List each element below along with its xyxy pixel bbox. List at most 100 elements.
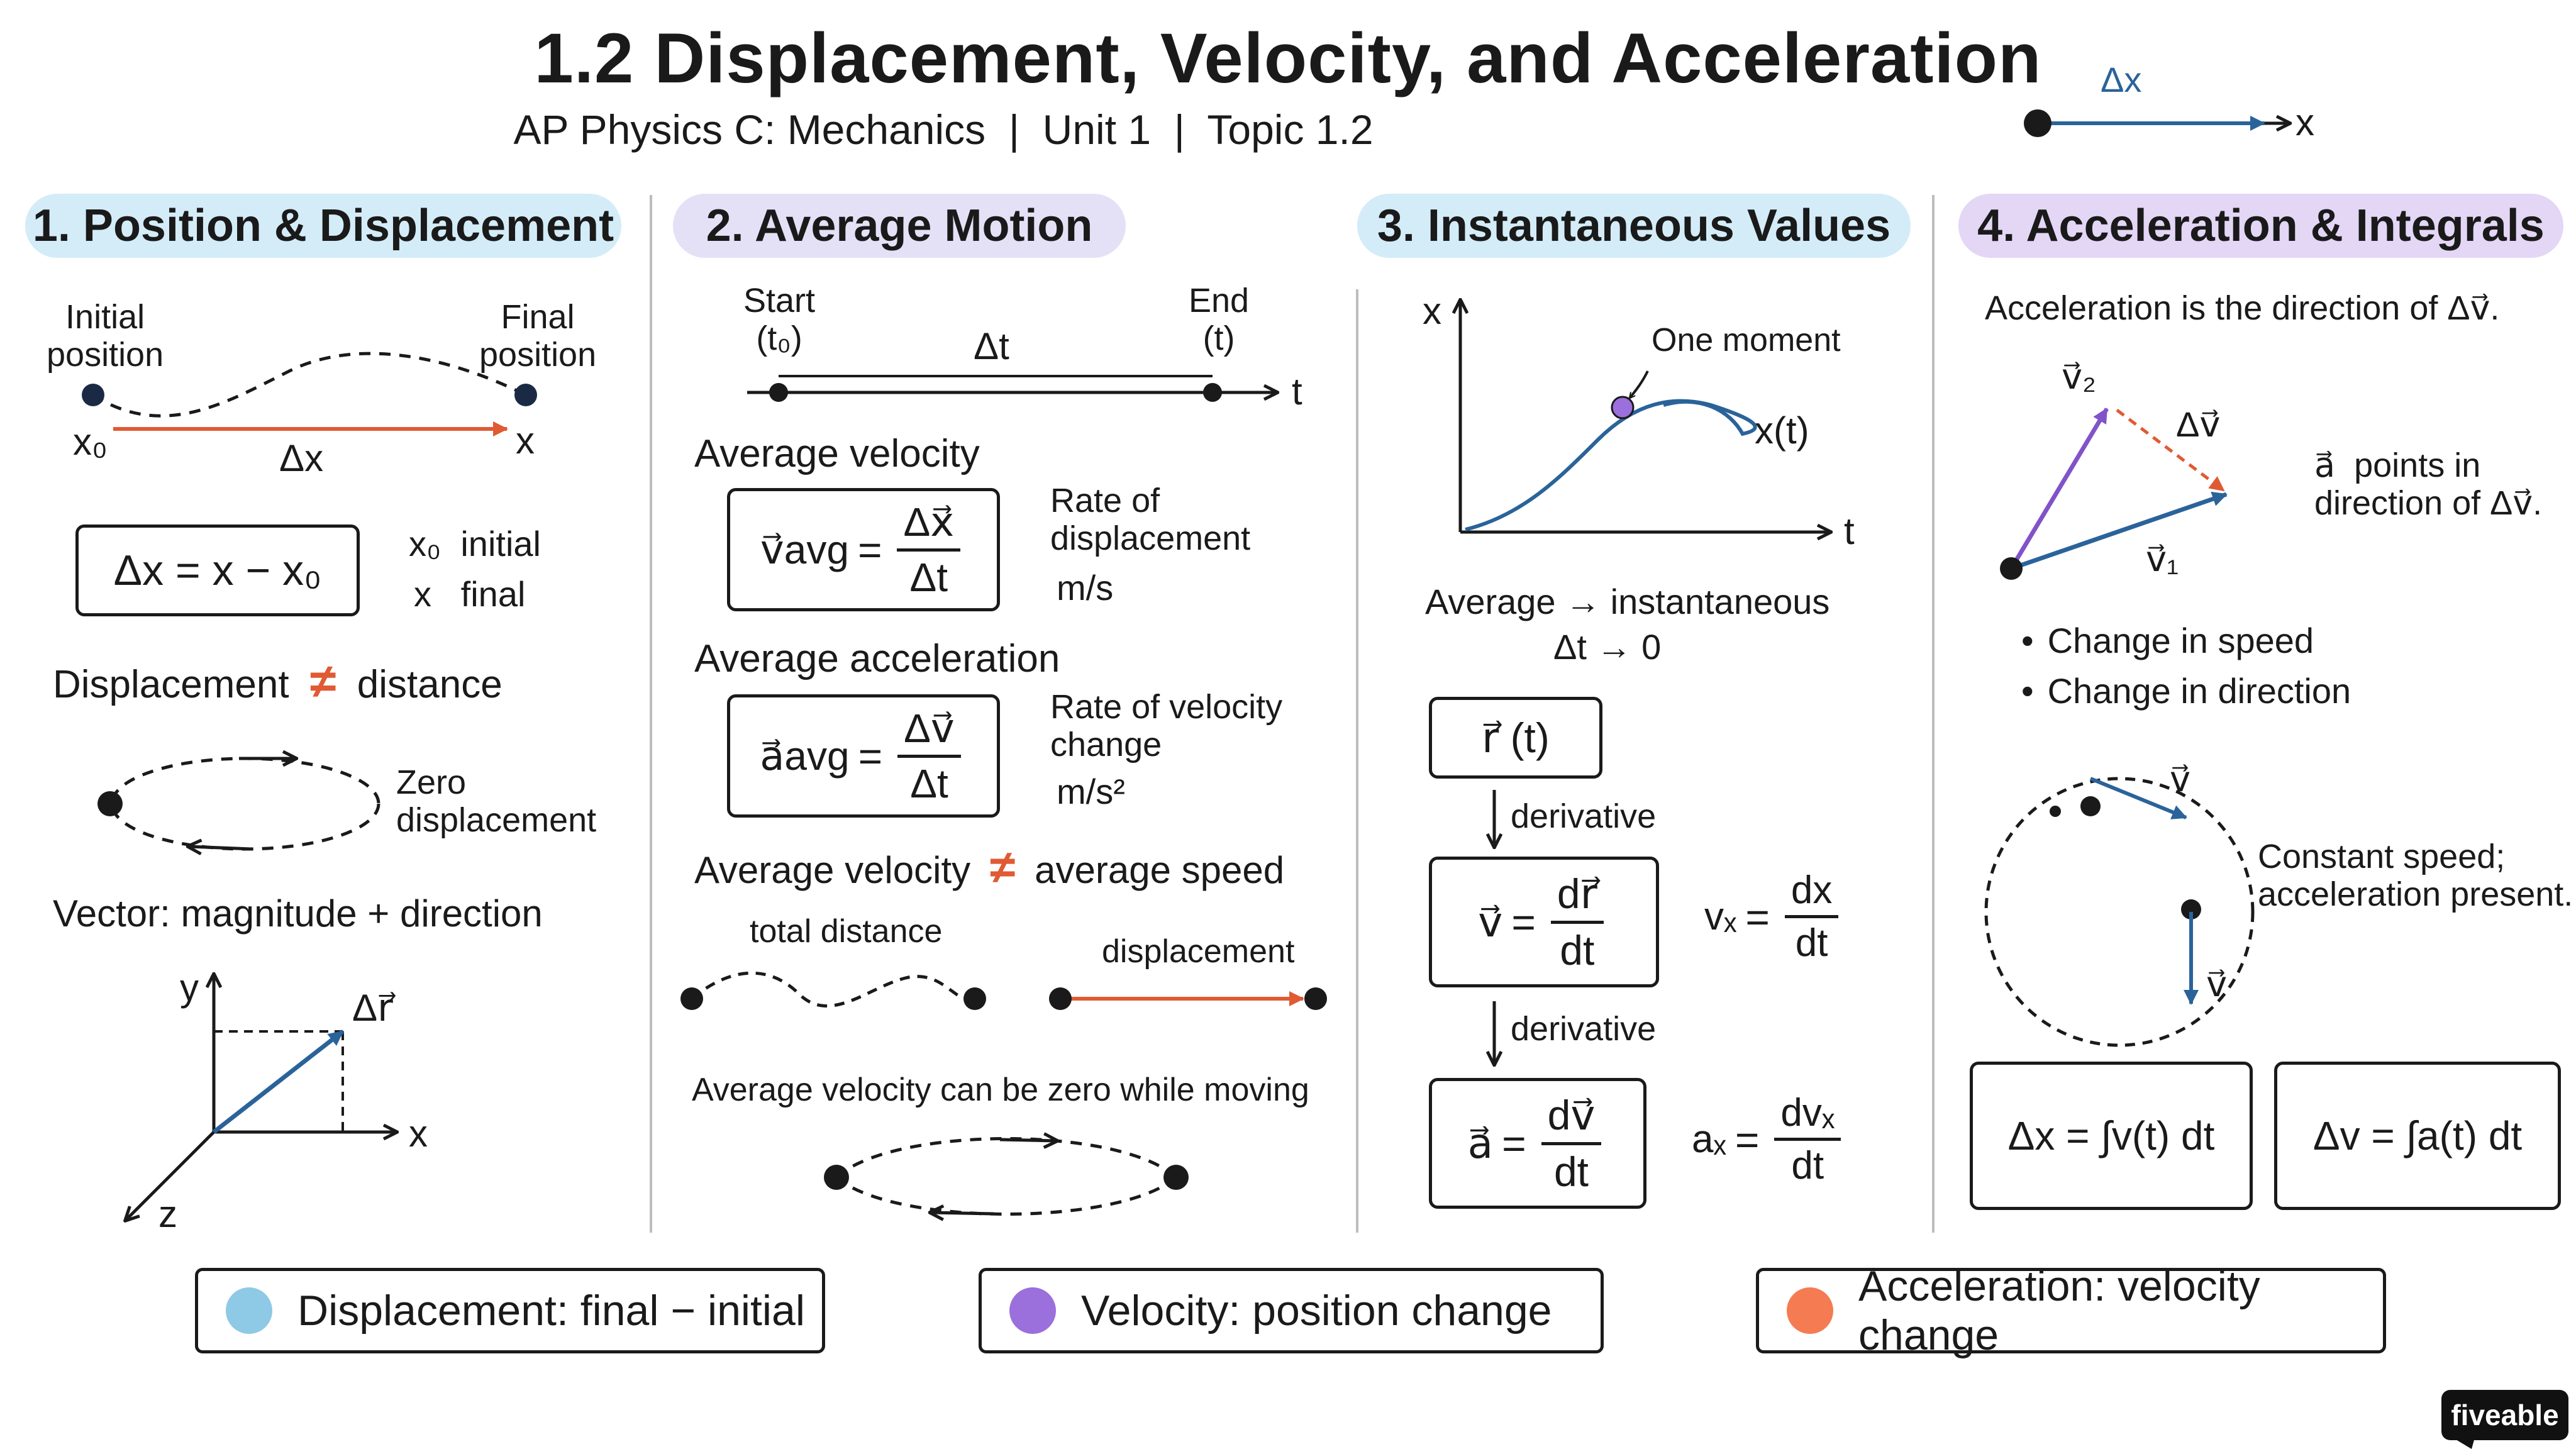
section-label: 1. Position & Displacement bbox=[32, 201, 614, 251]
initial-position-label: Initial position bbox=[47, 298, 164, 374]
section-header-position: 1. Position & Displacement bbox=[25, 194, 621, 258]
ax-denominator: dt bbox=[1791, 1144, 1824, 1187]
acceleration-unit-label: m/s² bbox=[1057, 772, 1125, 811]
velocity-denominator: dt bbox=[1560, 927, 1595, 974]
rate-of-displacement-label: Rate of displacement bbox=[1050, 482, 1251, 558]
x-axis-label: x bbox=[409, 1113, 428, 1155]
velocity-vs-speed: Average velocity ≠ average speed bbox=[694, 840, 1284, 894]
v2-label: v⃗₂ bbox=[2062, 357, 2096, 396]
average-to-instantaneous: Average → instantaneous bbox=[1425, 582, 1830, 621]
3d-axes-diagram bbox=[126, 975, 396, 1220]
delta-v-label: Δv⃗ bbox=[2176, 404, 2221, 444]
average-velocity-formula-box: v⃗avg = Δx⃗Δt bbox=[727, 488, 1000, 611]
velocity-symbol: v⃗ bbox=[1478, 898, 1503, 945]
delta-r-label: Δr⃗ bbox=[352, 987, 393, 1029]
column-divider bbox=[1356, 289, 1358, 1233]
brand-badge-tail bbox=[2453, 1438, 2475, 1449]
average-velocity-heading: Average velocity bbox=[694, 432, 980, 475]
total-distance-label: total distance bbox=[750, 913, 943, 950]
corner-displacement-arrow bbox=[2024, 109, 2289, 137]
v-avg-symbol: v⃗avg bbox=[760, 526, 849, 572]
page-title: 1.2 Displacement, Velocity, and Accelera… bbox=[534, 19, 2042, 97]
end-label: End (t) bbox=[1189, 282, 1250, 358]
column-divider bbox=[1932, 195, 1935, 1233]
column-divider bbox=[650, 195, 652, 1233]
corner-axis-label: x bbox=[2296, 101, 2314, 143]
legend-dot-orange bbox=[1787, 1287, 1833, 1334]
bullet-change-direction: Change in direction bbox=[2021, 671, 2351, 711]
a-points-label: a⃗ points in direction of Δv⃗. bbox=[2314, 447, 2543, 523]
rate-of-velocity-label: Rate of velocity change bbox=[1050, 688, 1283, 764]
displacement-word: Displacement bbox=[53, 663, 289, 706]
bullet-change-speed: Change in speed bbox=[2021, 621, 2314, 661]
x0-label: x₀ bbox=[73, 421, 108, 463]
page-subtitle: AP Physics C: Mechanics | Unit 1 | Topic… bbox=[513, 106, 1374, 153]
displacement-vs-distance: Displacement ≠ distance bbox=[53, 654, 502, 709]
circular-motion-diagram bbox=[1984, 777, 2255, 1047]
velocity-unit-label: m/s bbox=[1057, 568, 1114, 608]
position-vector: r⃗ (t) bbox=[1482, 714, 1550, 761]
time-interval-line bbox=[747, 375, 1277, 402]
graph-t-axis-label: t bbox=[1844, 510, 1855, 552]
z-axis-label: z bbox=[158, 1193, 177, 1235]
x-of-t-label: x(t) bbox=[1755, 409, 1809, 452]
vx-numerator: dx bbox=[1784, 868, 1839, 918]
acceleration-numerator: dv⃗ bbox=[1541, 1091, 1602, 1145]
displacement-formula: Δx = x − x₀ bbox=[113, 547, 322, 594]
section-header-instantaneous: 3. Instantaneous Values bbox=[1357, 194, 1911, 258]
displacement-arrow bbox=[1049, 987, 1327, 1010]
velocity-integral: Δv = ∫a(t) dt bbox=[2312, 1113, 2523, 1158]
delta-t-to-zero: Δt → 0 bbox=[1553, 627, 1662, 667]
legend-dot-blue bbox=[226, 1287, 272, 1334]
a-avg-symbol: a⃗avg bbox=[760, 733, 850, 779]
acceleration-derivative-box: a⃗ = dv⃗dt bbox=[1429, 1078, 1646, 1209]
vx-denominator: dt bbox=[1795, 921, 1828, 965]
legend-x0-initial: x₀ initial bbox=[409, 524, 541, 564]
displacement-formula-box: Δx = x − x₀ bbox=[75, 525, 360, 616]
distance-word: distance bbox=[357, 663, 502, 706]
zero-displacement-label: Zero displacement bbox=[396, 763, 597, 840]
derivative-label-2: derivative bbox=[1511, 1010, 1657, 1048]
legend-x-final: x final bbox=[414, 574, 526, 614]
start-label: Start (t₀) bbox=[743, 282, 816, 358]
a-avg-numerator: Δv⃗ bbox=[897, 705, 961, 758]
displacement-integral: Δx = ∫v(t) dt bbox=[2007, 1113, 2215, 1158]
section-label: 3. Instantaneous Values bbox=[1377, 201, 1891, 251]
velocity-vector-triangle bbox=[2000, 408, 2228, 580]
legend-dot-purple bbox=[1009, 1287, 1056, 1334]
zero-while-moving-label: Average velocity can be zero while movin… bbox=[692, 1072, 1309, 1108]
vx-symbol: vₓ bbox=[1704, 895, 1737, 938]
position-vector-box: r⃗ (t) bbox=[1429, 697, 1602, 779]
legend-displacement: Displacement: final − initial bbox=[195, 1268, 825, 1353]
a-avg-denominator: Δt bbox=[910, 761, 948, 806]
legend-velocity: Velocity: position change bbox=[979, 1268, 1604, 1353]
ax-symbol: aₓ bbox=[1692, 1118, 1726, 1161]
not-equal-sign: ≠ bbox=[989, 841, 1016, 893]
round-trip-loop bbox=[824, 1139, 1189, 1214]
section-label: 2. Average Motion bbox=[706, 201, 1093, 251]
corner-delta-label: Δx bbox=[2101, 60, 2142, 99]
average-acceleration-heading: Average acceleration bbox=[694, 637, 1060, 680]
delta-x-label: Δx bbox=[279, 437, 324, 479]
acceleration-denominator: dt bbox=[1553, 1148, 1589, 1195]
legend-acceleration: Acceleration: velocity change bbox=[1756, 1262, 2386, 1359]
one-moment-label: One moment bbox=[1652, 322, 1841, 358]
constant-speed-label: Constant speed; acceleration present. bbox=[2258, 838, 2573, 914]
position-time-graph bbox=[1460, 301, 1830, 532]
legend-label: Displacement: final − initial bbox=[297, 1287, 805, 1335]
derivative-label-1: derivative bbox=[1511, 797, 1657, 835]
average-acceleration-formula-box: a⃗avg = Δv⃗Δt bbox=[727, 694, 1000, 818]
fiveable-logo: fiveable bbox=[2441, 1390, 2568, 1440]
average-speed-word: average speed bbox=[1035, 849, 1285, 891]
t-axis-label: t bbox=[1292, 370, 1302, 413]
position-path-diagram bbox=[82, 352, 537, 436]
legend-label: Acceleration: velocity change bbox=[1858, 1262, 2260, 1359]
v-avg-numerator: Δx⃗ bbox=[897, 499, 961, 552]
acceleration-direction-intro: Acceleration is the direction of Δv⃗. bbox=[1985, 289, 2500, 327]
average-velocity-word: Average velocity bbox=[694, 849, 971, 891]
section-header-average-motion: 2. Average Motion bbox=[673, 194, 1126, 258]
v-avg-denominator: Δt bbox=[909, 555, 948, 600]
